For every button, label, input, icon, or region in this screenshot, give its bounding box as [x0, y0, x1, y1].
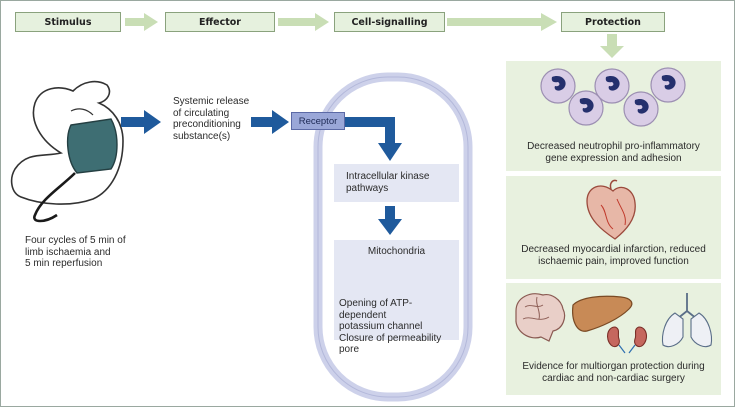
neutrophil-cells-illustration	[540, 67, 686, 127]
protection-down-arrow	[600, 34, 624, 58]
arrow-receptor-to-kinase	[345, 117, 402, 161]
header-arrow-1	[125, 13, 158, 31]
arm-cuff-illustration	[10, 80, 124, 223]
header-cell-signalling: Cell-signalling	[334, 12, 445, 32]
receptor-label: Receptor	[291, 112, 345, 130]
heart-caption: Decreased myocardial infarction, reduced…	[521, 244, 706, 267]
stimulus-caption: Four cycles of 5 min of limb ischaemia a…	[25, 235, 126, 269]
brain-icon	[515, 293, 566, 342]
effector-caption: Systemic release of circulating precondi…	[173, 96, 250, 142]
header-protection: Protection	[561, 12, 665, 32]
header-arrow-2	[278, 13, 329, 31]
arrow-kinase-to-mito	[378, 206, 402, 235]
heart-icon	[586, 179, 636, 240]
kinase-pathways-box: Intracellular kinase pathways	[334, 164, 459, 202]
header-stimulus: Stimulus	[15, 12, 121, 32]
header-effector: Effector	[165, 12, 275, 32]
mitochondria-title: Mitochondria	[367, 246, 426, 257]
lungs-icon	[661, 293, 713, 348]
mitochondria-description: Opening of ATP-dependent potassium chann…	[339, 298, 442, 355]
arrow-stimulus-to-effector	[121, 110, 161, 134]
organs-caption: Evidence for multiorgan protection durin…	[522, 361, 705, 384]
header-arrow-3	[447, 13, 557, 31]
neutrophil-caption: Decreased neutrophil pro-inflammatory ge…	[527, 141, 700, 164]
kidneys-icon	[606, 326, 648, 354]
mitochondria-box: Mitochondria Opening of ATP-dependent po…	[334, 240, 459, 355]
arrow-effector-to-receptor	[251, 110, 289, 134]
liver-icon	[572, 295, 633, 332]
